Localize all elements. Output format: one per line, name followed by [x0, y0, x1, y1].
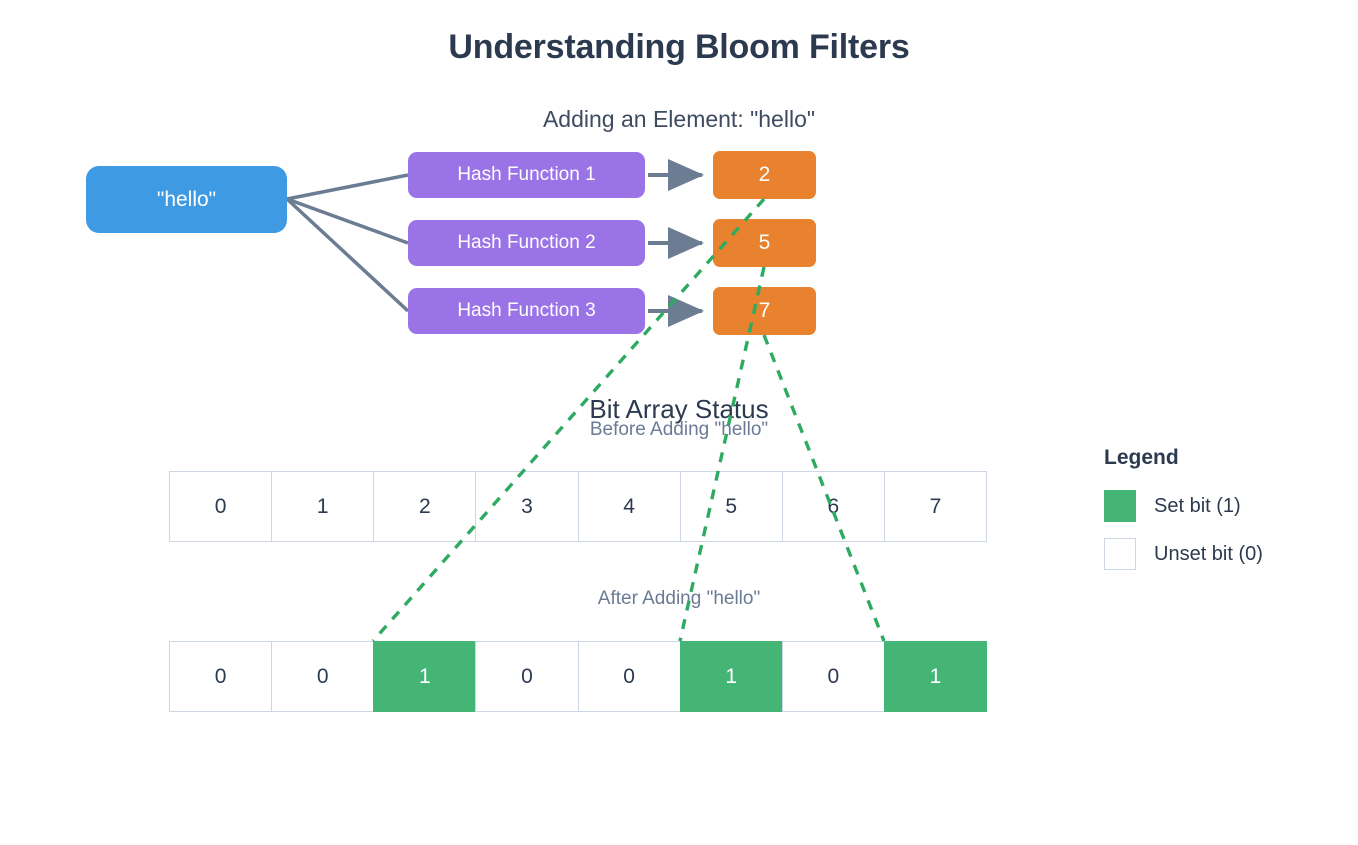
bit-cell-before-3[interactable]: 3	[475, 471, 579, 542]
bit-cell-before-4[interactable]: 4	[577, 471, 681, 542]
legend-title: Legend	[1104, 446, 1179, 469]
bit-cell-before-7[interactable]: 7	[883, 471, 987, 542]
bit-cell-before-5[interactable]: 5	[679, 471, 783, 542]
hash-output-3-node[interactable]: 7	[713, 287, 816, 335]
flow-section-subtitle: Adding an Element: "hello"	[542, 106, 816, 132]
legend-label-set-bit: Set bit (1)	[1154, 494, 1241, 517]
hash-function-3-node[interactable]: Hash Function 3	[408, 288, 645, 334]
wire-input-to-hash-3	[285, 197, 410, 313]
after-row-label: After Adding "hello"	[597, 588, 761, 609]
page-title: Understanding Bloom Filters	[448, 28, 910, 66]
before-row-label: Before Adding "hello"	[589, 419, 769, 440]
bit-cell-before-0[interactable]: 0	[169, 471, 273, 542]
legend-item-set-bit: Set bit (1)	[1104, 490, 1263, 522]
hash-output-2-node[interactable]: 5	[713, 219, 816, 267]
bit-cell-after-0[interactable]: 0	[169, 641, 273, 712]
legend: Legend Set bit (1) Unset bit (0)	[1104, 446, 1263, 586]
hash-function-2-node[interactable]: Hash Function 2	[408, 220, 645, 266]
legend-swatch-set-bit	[1104, 490, 1136, 522]
wire-input-to-hash-2	[286, 197, 409, 245]
bit-cell-after-5[interactable]: 1	[679, 641, 783, 712]
hash-function-1-node[interactable]: Hash Function 1	[408, 152, 645, 198]
bit-cell-after-7[interactable]: 1	[883, 641, 987, 712]
bit-cell-after-6[interactable]: 0	[781, 641, 885, 712]
bit-cell-after-3[interactable]: 0	[475, 641, 579, 712]
legend-swatch-unset-bit	[1104, 538, 1136, 570]
hash-output-1-node[interactable]: 2	[713, 151, 816, 199]
bit-cell-after-2[interactable]: 1	[373, 641, 477, 712]
bit-cell-before-6[interactable]: 6	[781, 471, 885, 542]
bit-cell-after-4[interactable]: 0	[577, 641, 681, 712]
legend-label-unset-bit: Unset bit (0)	[1154, 542, 1263, 565]
bit-cell-before-2[interactable]: 2	[373, 471, 477, 542]
input-element-node[interactable]: "hello"	[86, 166, 287, 233]
legend-item-unset-bit: Unset bit (0)	[1104, 538, 1263, 570]
wire-input-to-hash-1	[286, 173, 409, 201]
bit-cell-after-1[interactable]: 0	[271, 641, 375, 712]
bit-cell-before-1[interactable]: 1	[271, 471, 375, 542]
